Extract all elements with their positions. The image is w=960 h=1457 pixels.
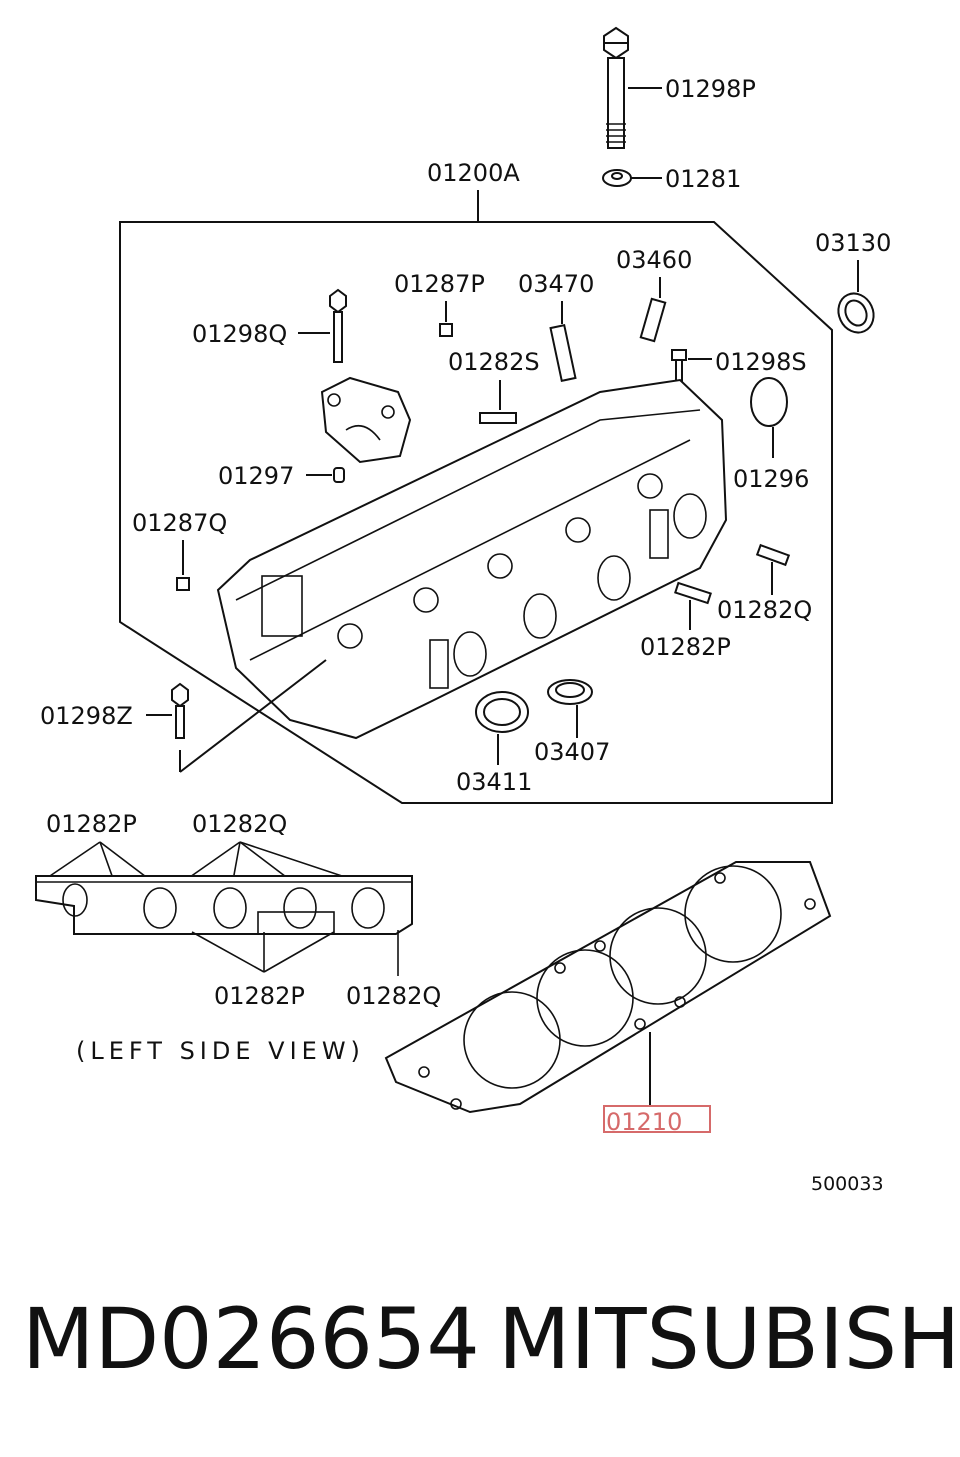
- label-03470: 03470: [518, 270, 594, 298]
- label-side-01282Q-top: 01282Q: [192, 810, 287, 838]
- side-view-caption: (LEFT SIDE VIEW): [76, 1037, 365, 1065]
- seal-03130-icon: [837, 292, 875, 334]
- label-side-01282P-bottom: 01282P: [214, 982, 305, 1010]
- stud-01282S-icon: [479, 412, 517, 424]
- bolt-01298P-icon: [603, 26, 629, 149]
- stud-01282Q-icon: [755, 543, 791, 567]
- assembly-frame: [119, 221, 833, 804]
- label-03460: 03460: [616, 246, 692, 274]
- label-03407: 03407: [534, 738, 610, 766]
- brand-name: MITSUBISHI: [498, 1290, 960, 1388]
- part-number: MD026654: [22, 1290, 480, 1388]
- plug-01287Q-icon: [176, 577, 190, 591]
- head-gasket-icon: [384, 861, 832, 1114]
- label-side-01282P-top: 01282P: [46, 810, 137, 838]
- label-01282Q: 01282Q: [717, 596, 812, 624]
- side-view-leaders-bottom: [191, 930, 399, 976]
- label-side-01282Q-bottom: 01282Q: [346, 982, 441, 1010]
- label-01287Q: 01287Q: [132, 509, 227, 537]
- label-01282S: 01282S: [448, 348, 540, 376]
- guide-03470-icon: [549, 323, 577, 383]
- label-01298P: 01298P: [665, 75, 756, 103]
- diagram-reference: 500033: [811, 1173, 884, 1195]
- seal-03407-icon: [547, 679, 593, 705]
- label-01281: 01281: [665, 165, 741, 193]
- pin-01297-icon: [333, 467, 345, 483]
- cylinder-head-icon: [216, 378, 728, 740]
- label-01298Q: 01298Q: [192, 320, 287, 348]
- label-03411: 03411: [456, 768, 532, 796]
- label-01210: 01210: [606, 1108, 682, 1136]
- side-view-head-icon: [35, 875, 413, 935]
- bearing-cap-icon: [320, 376, 412, 464]
- label-01282P: 01282P: [640, 633, 731, 661]
- plug-01287P-icon: [439, 323, 453, 337]
- label-01287P: 01287P: [394, 270, 485, 298]
- stud-01282P-icon: [674, 581, 712, 605]
- bolt-01298Z-icon: [171, 682, 189, 739]
- label-03130: 03130: [815, 229, 891, 257]
- washer-01281-icon: [602, 169, 632, 187]
- guide-03460-icon: [639, 297, 667, 343]
- label-01297: 01297: [218, 462, 294, 490]
- label-01298Z: 01298Z: [40, 702, 133, 730]
- label-01298S: 01298S: [715, 348, 807, 376]
- label-01296: 01296: [733, 465, 809, 493]
- highlight-box: [603, 1105, 711, 1133]
- plug-01296-icon: [750, 377, 788, 427]
- label-01200A: 01200A: [427, 159, 520, 187]
- seal-03411-icon: [475, 691, 529, 733]
- bolt-01298S-icon: [671, 349, 687, 385]
- bolt-01298Q-icon: [329, 288, 347, 363]
